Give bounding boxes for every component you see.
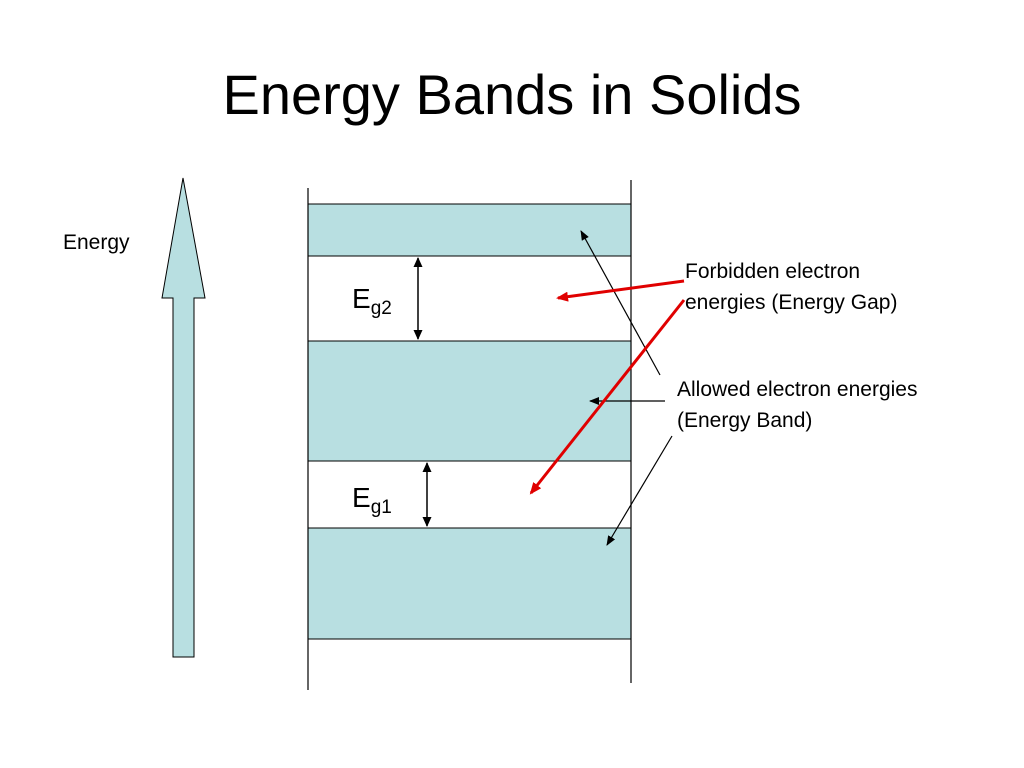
energy-axis-label: Energy: [63, 231, 130, 254]
slide-title: Energy Bands in Solids: [222, 63, 802, 126]
energy-band-bottom: [307, 527, 632, 640]
gap-label-g2-subscript: g2: [370, 298, 392, 319]
gap-label-g2: Eg2: [352, 283, 392, 320]
energy-band-top: [307, 203, 632, 257]
allowed-energies-callout: Allowed electron energies (Energy Band): [677, 374, 917, 436]
gap-label-g1: Eg1: [352, 482, 392, 519]
forbidden-arrow-upper: [556, 279, 685, 302]
gap-label-g1-symbol: E: [352, 482, 371, 513]
gap-label-g1-subscript: g1: [370, 497, 392, 518]
gap-label-g2-symbol: E: [352, 283, 371, 314]
allowed-arrow-bottom: [606, 435, 673, 546]
forbidden-callout-line2: energies (Energy Gap): [685, 291, 898, 314]
allowed-arrow-top: [580, 230, 661, 376]
forbidden-energies-callout: Forbidden electron energies (Energy Gap): [685, 256, 897, 318]
forbidden-arrow-lower: [529, 299, 686, 495]
energy-band-middle: [307, 340, 632, 462]
allowed-callout-line1: Allowed electron energies: [677, 378, 918, 401]
allowed-callout-line2: (Energy Band): [677, 409, 813, 432]
energy-axis-arrow: [161, 177, 206, 658]
forbidden-callout-line1: Forbidden electron: [685, 260, 861, 283]
